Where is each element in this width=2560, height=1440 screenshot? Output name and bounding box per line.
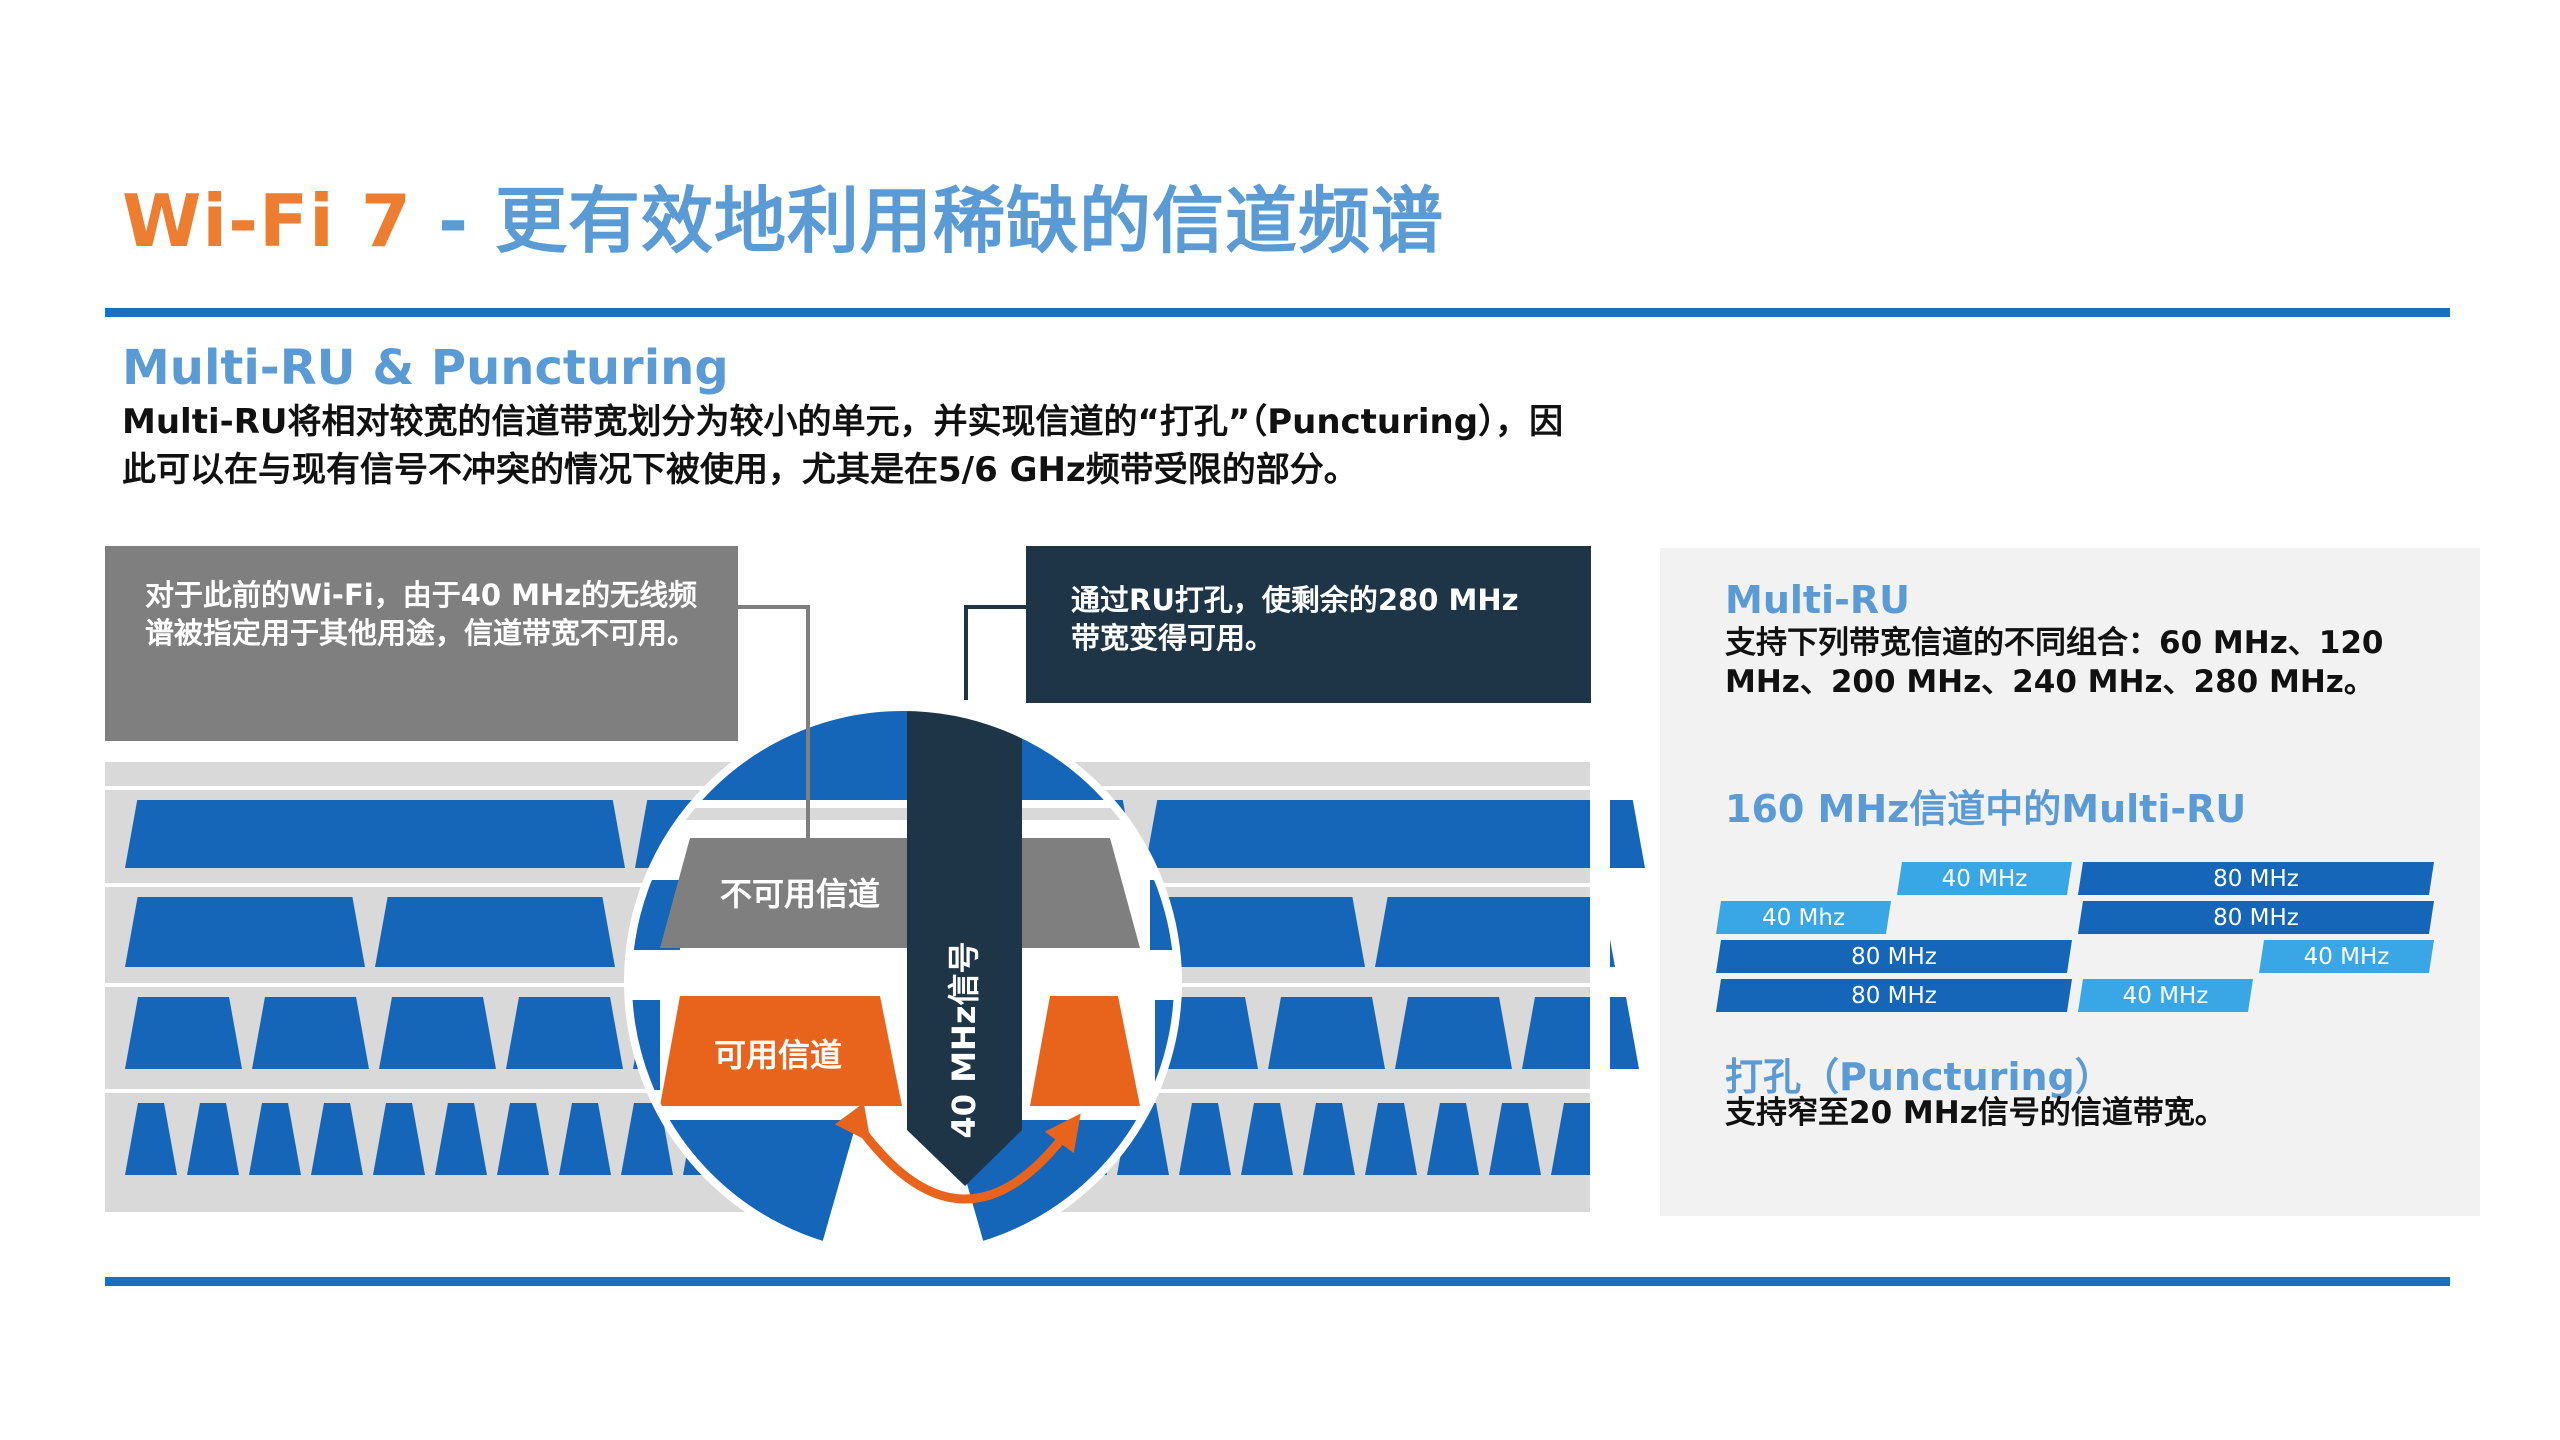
channel-block-row4 [125, 1103, 177, 1175]
multi-ru-chart-heading: 160 MHz信道中的Multi-RU [1725, 787, 2247, 831]
multi-ru-heading: Multi-RU [1725, 578, 1910, 622]
channel-block-row2 [125, 897, 365, 967]
ru-bar [1897, 862, 2072, 895]
ru-bar [2259, 940, 2434, 973]
intro-text: Multi-RU将相对较宽的信道带宽划分为较小的单元，并实现信道的“打孔”（Pu… [122, 402, 1564, 490]
ru-bar [1716, 940, 2072, 973]
ru-bar-label: 80 MHz [1851, 983, 1937, 1009]
channel-block-row2 [375, 897, 615, 967]
signal-column [907, 707, 1022, 1186]
available-channel-label: 可用信道 [714, 1036, 842, 1074]
available-channel-left [660, 996, 902, 1106]
title-prefix: Wi-Fi 7 [122, 179, 413, 263]
signal-label: 40 MHz信号 [945, 942, 983, 1139]
ru-bar-label: 40 MHz [1942, 866, 2028, 892]
callout-puncturing: 通过RU打孔，使剩余的280 MHz带宽变得可用。 [1026, 546, 1591, 703]
ru-bar [2078, 979, 2253, 1012]
callout-connector-left [738, 605, 810, 846]
callout-legacy: 对于此前的Wi-Fi，由于40 MHz的无线频谱被指定用于其他用途，信道带宽不可… [105, 546, 738, 741]
ru-bar [1716, 979, 2072, 1012]
puncturing-heading: 打孔（Puncturing） [1725, 1055, 2113, 1099]
redirect-arrow [834, 1102, 1081, 1204]
channel-block-row2 [1125, 897, 1365, 967]
lens-border [624, 703, 1182, 1261]
channel-block-row4 [373, 1103, 425, 1175]
ru-bar-label: 80 MHz [1851, 944, 1937, 970]
channel-block-row4 [187, 1103, 239, 1175]
channel-block-row4 [249, 1103, 301, 1175]
bottom-divider [105, 1277, 2450, 1286]
top-divider [105, 308, 2450, 317]
puncturing-text: 支持窄至20 MHz信号的信道带宽。 [1725, 1095, 2226, 1131]
ru-bar-label: 80 MHz [2213, 905, 2299, 931]
ru-bar-label: 40 MHz [2304, 944, 2390, 970]
channel-block-row3 [125, 997, 242, 1069]
channel-block-row2 [1375, 897, 1615, 967]
channel-block-row4 [497, 1103, 549, 1175]
ru-bar [1716, 901, 1891, 934]
channel-block-row4 [311, 1103, 363, 1175]
ru-bar [2078, 862, 2434, 895]
channel-block-row3 [379, 997, 496, 1069]
channel-block-row4 [621, 1103, 673, 1175]
channel-block-row4 [1489, 1103, 1541, 1175]
available-channel-right [1030, 996, 1140, 1106]
ru-bar [2078, 901, 2434, 934]
channel-block-row3 [1395, 997, 1512, 1069]
channel-block-row3 [1268, 997, 1385, 1069]
multi-ru-text: 支持下列带宽信道的不同组合：60 MHz、120 MHz、200 MHz、240… [1725, 625, 2384, 700]
channel-block-row3 [506, 997, 623, 1069]
channel-block-row3 [252, 997, 369, 1069]
channel-block-row4 [435, 1103, 487, 1175]
channel-block-row4 [1303, 1103, 1355, 1175]
ru-bar-label: 40 Mhz [1762, 905, 1845, 931]
channel-block-row4 [1179, 1103, 1231, 1175]
channel-block-row4 [1241, 1103, 1293, 1175]
channel-block-row4 [1427, 1103, 1479, 1175]
title-rest: - 更有效地利用稀缺的信道频谱 [412, 179, 1445, 263]
ru-bar-label: 80 MHz [2213, 866, 2299, 892]
unavailable-channel-label: 不可用信道 [720, 875, 880, 913]
callout-connector-right [964, 605, 1026, 700]
channel-block-row1 [1145, 800, 1645, 868]
section-subtitle: Multi-RU & Puncturing [122, 340, 729, 396]
ru-bar-label: 40 MHz [2123, 983, 2209, 1009]
page-title: Wi-Fi 7 - 更有效地利用稀缺的信道频谱 [122, 162, 1444, 267]
channel-block-row4 [559, 1103, 611, 1175]
channel-block-row1 [125, 800, 625, 868]
channel-block-row4 [1365, 1103, 1417, 1175]
